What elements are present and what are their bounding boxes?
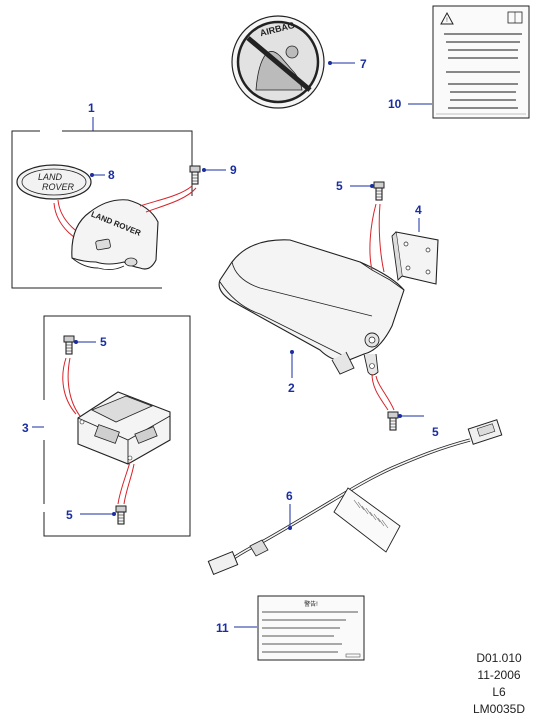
- callout-5c: 5: [100, 335, 107, 349]
- screw-5-upper: [373, 181, 385, 201]
- airbag-control-module: [77, 391, 171, 465]
- passenger-airbag-module: [218, 239, 405, 376]
- group-box-3: [43, 315, 191, 537]
- red-leader-5b-b: [375, 375, 395, 411]
- callout-11: 11: [216, 621, 229, 635]
- airbag-warning-label: AIRBAG: [231, 15, 325, 109]
- label11-title: 警告!: [304, 600, 318, 608]
- callout-9: 9: [230, 163, 237, 177]
- callout-8: 8: [108, 168, 115, 182]
- svg-text:!: !: [446, 18, 448, 24]
- warning-label-10: !: [432, 5, 530, 119]
- badge-text-line2: ROVER: [42, 182, 75, 192]
- reference-code: D01.010: [476, 651, 522, 665]
- callout-6: 6: [286, 489, 293, 503]
- red-leader-5d-b: [123, 463, 135, 505]
- callout-2: 2: [288, 381, 295, 395]
- model-code: L6: [492, 685, 506, 699]
- airbag-harness: [207, 419, 503, 576]
- callout-5b: 5: [432, 425, 439, 439]
- callout-10: 10: [388, 97, 402, 111]
- screw-5-module-lower: [115, 505, 127, 525]
- red-leader-5c-b: [67, 357, 81, 417]
- red-leader-5a-a: [369, 203, 377, 271]
- badge-text-line1: LAND: [38, 172, 63, 182]
- red-leader-screw9-b: [145, 187, 197, 213]
- reference-date: 11-2006: [477, 668, 521, 682]
- red-leader-5c-a: [62, 357, 77, 415]
- callout-3: 3: [22, 421, 29, 435]
- airbag-cover: LAND ROVER: [71, 199, 159, 271]
- screw-5-lower-right: [387, 411, 399, 431]
- red-leader-5a-b: [378, 203, 385, 273]
- callout-7: 7: [360, 57, 367, 71]
- screw-5-module-upper: [63, 335, 75, 355]
- bracket-4: [391, 231, 439, 285]
- red-leader-screw9-a: [139, 185, 193, 207]
- group-box-1: [11, 130, 162, 289]
- red-leader-5b-a: [371, 373, 389, 411]
- callout-1: 1: [88, 101, 95, 115]
- warning-label-11: 警告!: [257, 595, 365, 661]
- land-rover-badge: LAND ROVER: [16, 164, 92, 200]
- diagram-id: LM0035D: [472, 702, 526, 716]
- callout-5a: 5: [336, 179, 343, 193]
- callout-4: 4: [415, 203, 422, 217]
- screw-9: [189, 165, 201, 185]
- red-leader-5d-a: [117, 461, 131, 505]
- callout-5d: 5: [66, 508, 73, 522]
